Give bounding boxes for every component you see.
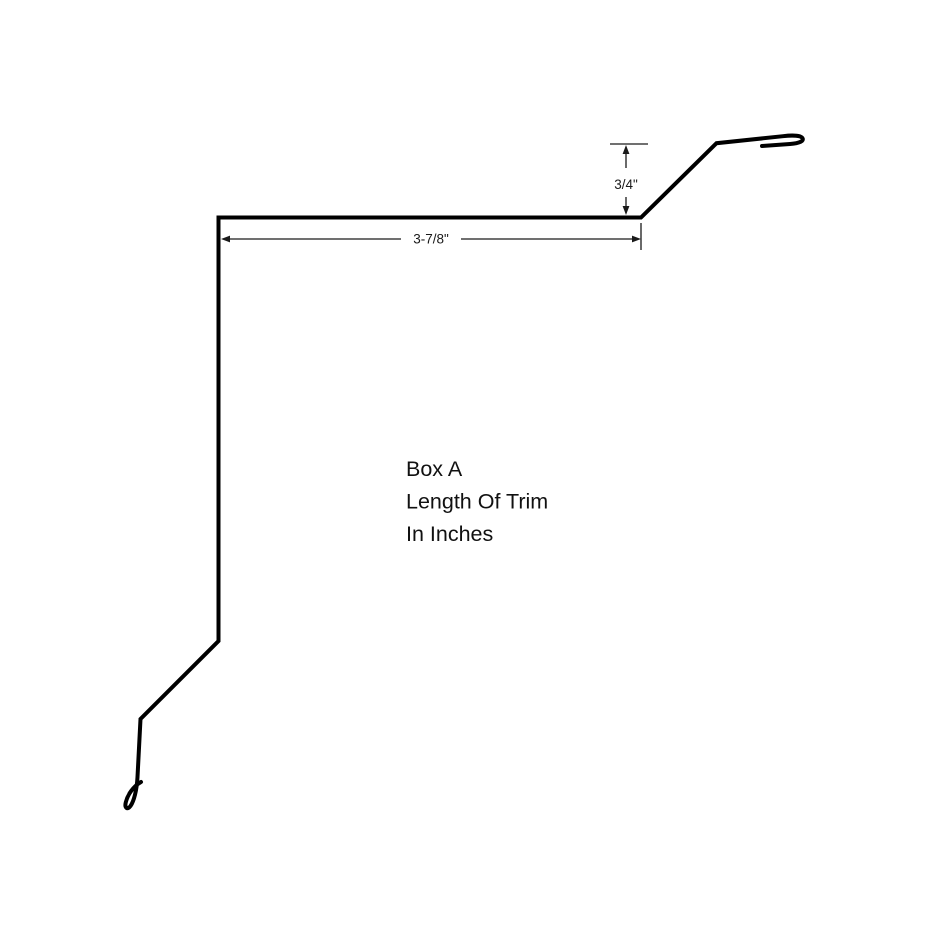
arrow-left-icon	[221, 235, 230, 243]
diagram-label-line2: Length Of Trim	[406, 490, 548, 514]
horizontal-dimension-value: 3-7/8"	[413, 232, 449, 247]
arrow-right-icon	[632, 235, 641, 243]
arrow-down-icon	[622, 206, 630, 215]
horizontal-dimension: 3-7/8"	[221, 223, 642, 250]
arrow-up-icon	[622, 145, 630, 154]
vertical-dimension-value: 3/4"	[614, 177, 638, 192]
vertical-dimension: 3/4"	[610, 143, 648, 215]
trim-profile-outline	[123, 133, 805, 811]
diagram-label-line1: Box A	[406, 457, 463, 481]
diagram-label-line3: In Inches	[406, 522, 493, 546]
diagram-label: Box A Length Of Trim In Inches	[406, 457, 548, 546]
